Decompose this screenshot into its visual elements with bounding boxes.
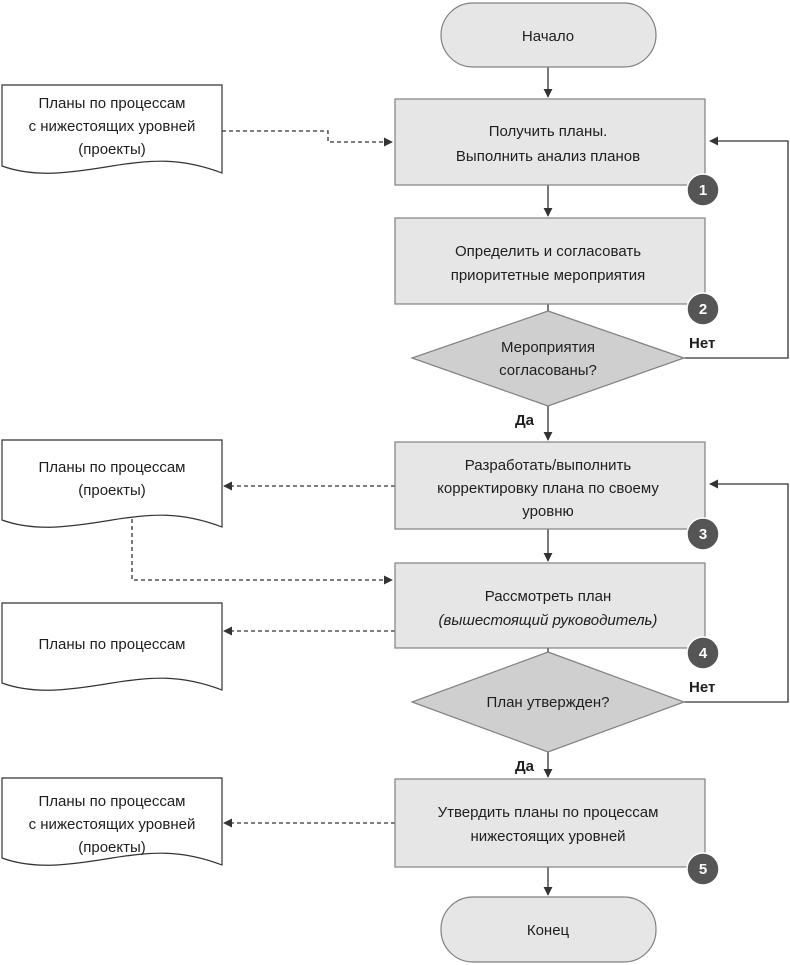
decision-2-yes-label: Да [515,758,535,775]
end-shape [440,896,657,963]
connectors [131,67,789,896]
step-2-line-2: приоритетные мероприятия [451,267,646,284]
document-2-line-2: (проекты) [78,482,146,499]
step-4-box [394,562,706,649]
decision-1-no-label: Нет [689,335,715,352]
decision-1-yes-label: Да [515,412,535,429]
document-1-line-2: с нижестоящих уровней [29,118,196,135]
step-5-box [394,778,706,868]
step-4-number: 4 [699,645,708,662]
step-2-box [394,217,706,305]
document-3-shape [1,602,223,691]
step-4-badge [686,636,720,670]
start-shape [440,2,657,68]
document-4-line-2: с нижестоящих уровней [29,816,196,833]
document-3: Планы по процессам [1,602,223,691]
decision-2-line-1: План утвержден? [487,694,610,711]
decision-2-no-label: Нет [689,679,715,696]
document-1-line-1: Планы по процессам [39,95,186,112]
document-4-shape [1,777,223,866]
document-1-shape [1,84,223,174]
step-1: Получить планы. Выполнить анализ планов … [394,98,720,207]
document-2-line-1: Планы по процессам [39,459,186,476]
step-4-badge-group: 4 [686,636,720,670]
step-4-line-2: (вышестоящий руководитель) [439,612,658,629]
decision-1-line-1: Мероприятия [501,339,595,356]
dashed-arrow-doc1-to-step1 [222,130,393,147]
start-terminal: Начало [440,2,657,68]
step-3-badge [686,517,720,551]
step-1-line-1: Получить планы. [489,123,608,140]
step-3-box [394,441,706,530]
decision-1: Мероприятия согласованы? Нет Да [410,310,715,429]
step-4: Рассмотреть план (вышестоящий руководите… [394,562,706,649]
document-4: Планы по процессам с нижестоящих уровней… [1,777,223,866]
step-1-line-2: Выполнить анализ планов [456,148,640,165]
step-3-line-1: Разработать/выполнить [465,457,632,474]
document-1-line-3: (проекты) [78,141,146,158]
decision-1-shape [410,310,686,407]
step-1-number: 1 [699,182,707,199]
document-3-line-1: Планы по процессам [39,636,186,653]
dashed-arrow-doc2-to-step4 [131,512,393,585]
end-terminal: Конец [440,896,657,963]
step-5: Утвердить планы по процессам нижестоящих… [394,778,720,886]
step-2-number: 2 [699,301,707,318]
step-3-number: 3 [699,526,707,543]
decision-2-shape [410,651,686,753]
arrow-decision1-no-loop [684,136,789,359]
step-5-number: 5 [699,861,707,878]
start-label: Начало [522,28,574,45]
step-5-line-2: нижестоящих уровней [470,828,625,845]
decision-1-line-2: согласованы? [499,362,597,379]
document-2: Планы по процессам (проекты) [1,439,223,528]
step-3-line-2: корректировку плана по своему [437,480,659,497]
decision-2: План утвержден? Нет Да [410,651,715,775]
step-3-line-3: уровню [522,503,574,520]
document-2-shape [1,439,223,528]
document-4-line-3: (проекты) [78,839,146,856]
arrow-decision2-no-loop [684,479,789,703]
document-1: Планы по процессам с нижестоящих уровней… [1,84,223,174]
step-2-badge-group: 2 [686,292,720,326]
step-4-line-1: Рассмотреть план [485,588,612,605]
step-5-badge [686,852,720,886]
step-5-line-1: Утвердить планы по процессам [438,804,659,821]
document-4-line-1: Планы по процессам [39,793,186,810]
step-2-badge [686,292,720,326]
step-1-box [394,98,706,186]
step-2-line-1: Определить и согласовать [455,243,641,260]
step-1-badge [686,173,720,207]
step-2: Определить и согласовать приоритетные ме… [394,217,706,305]
end-label: Конец [527,922,570,939]
step-3: Разработать/выполнить корректировку план… [394,441,720,551]
